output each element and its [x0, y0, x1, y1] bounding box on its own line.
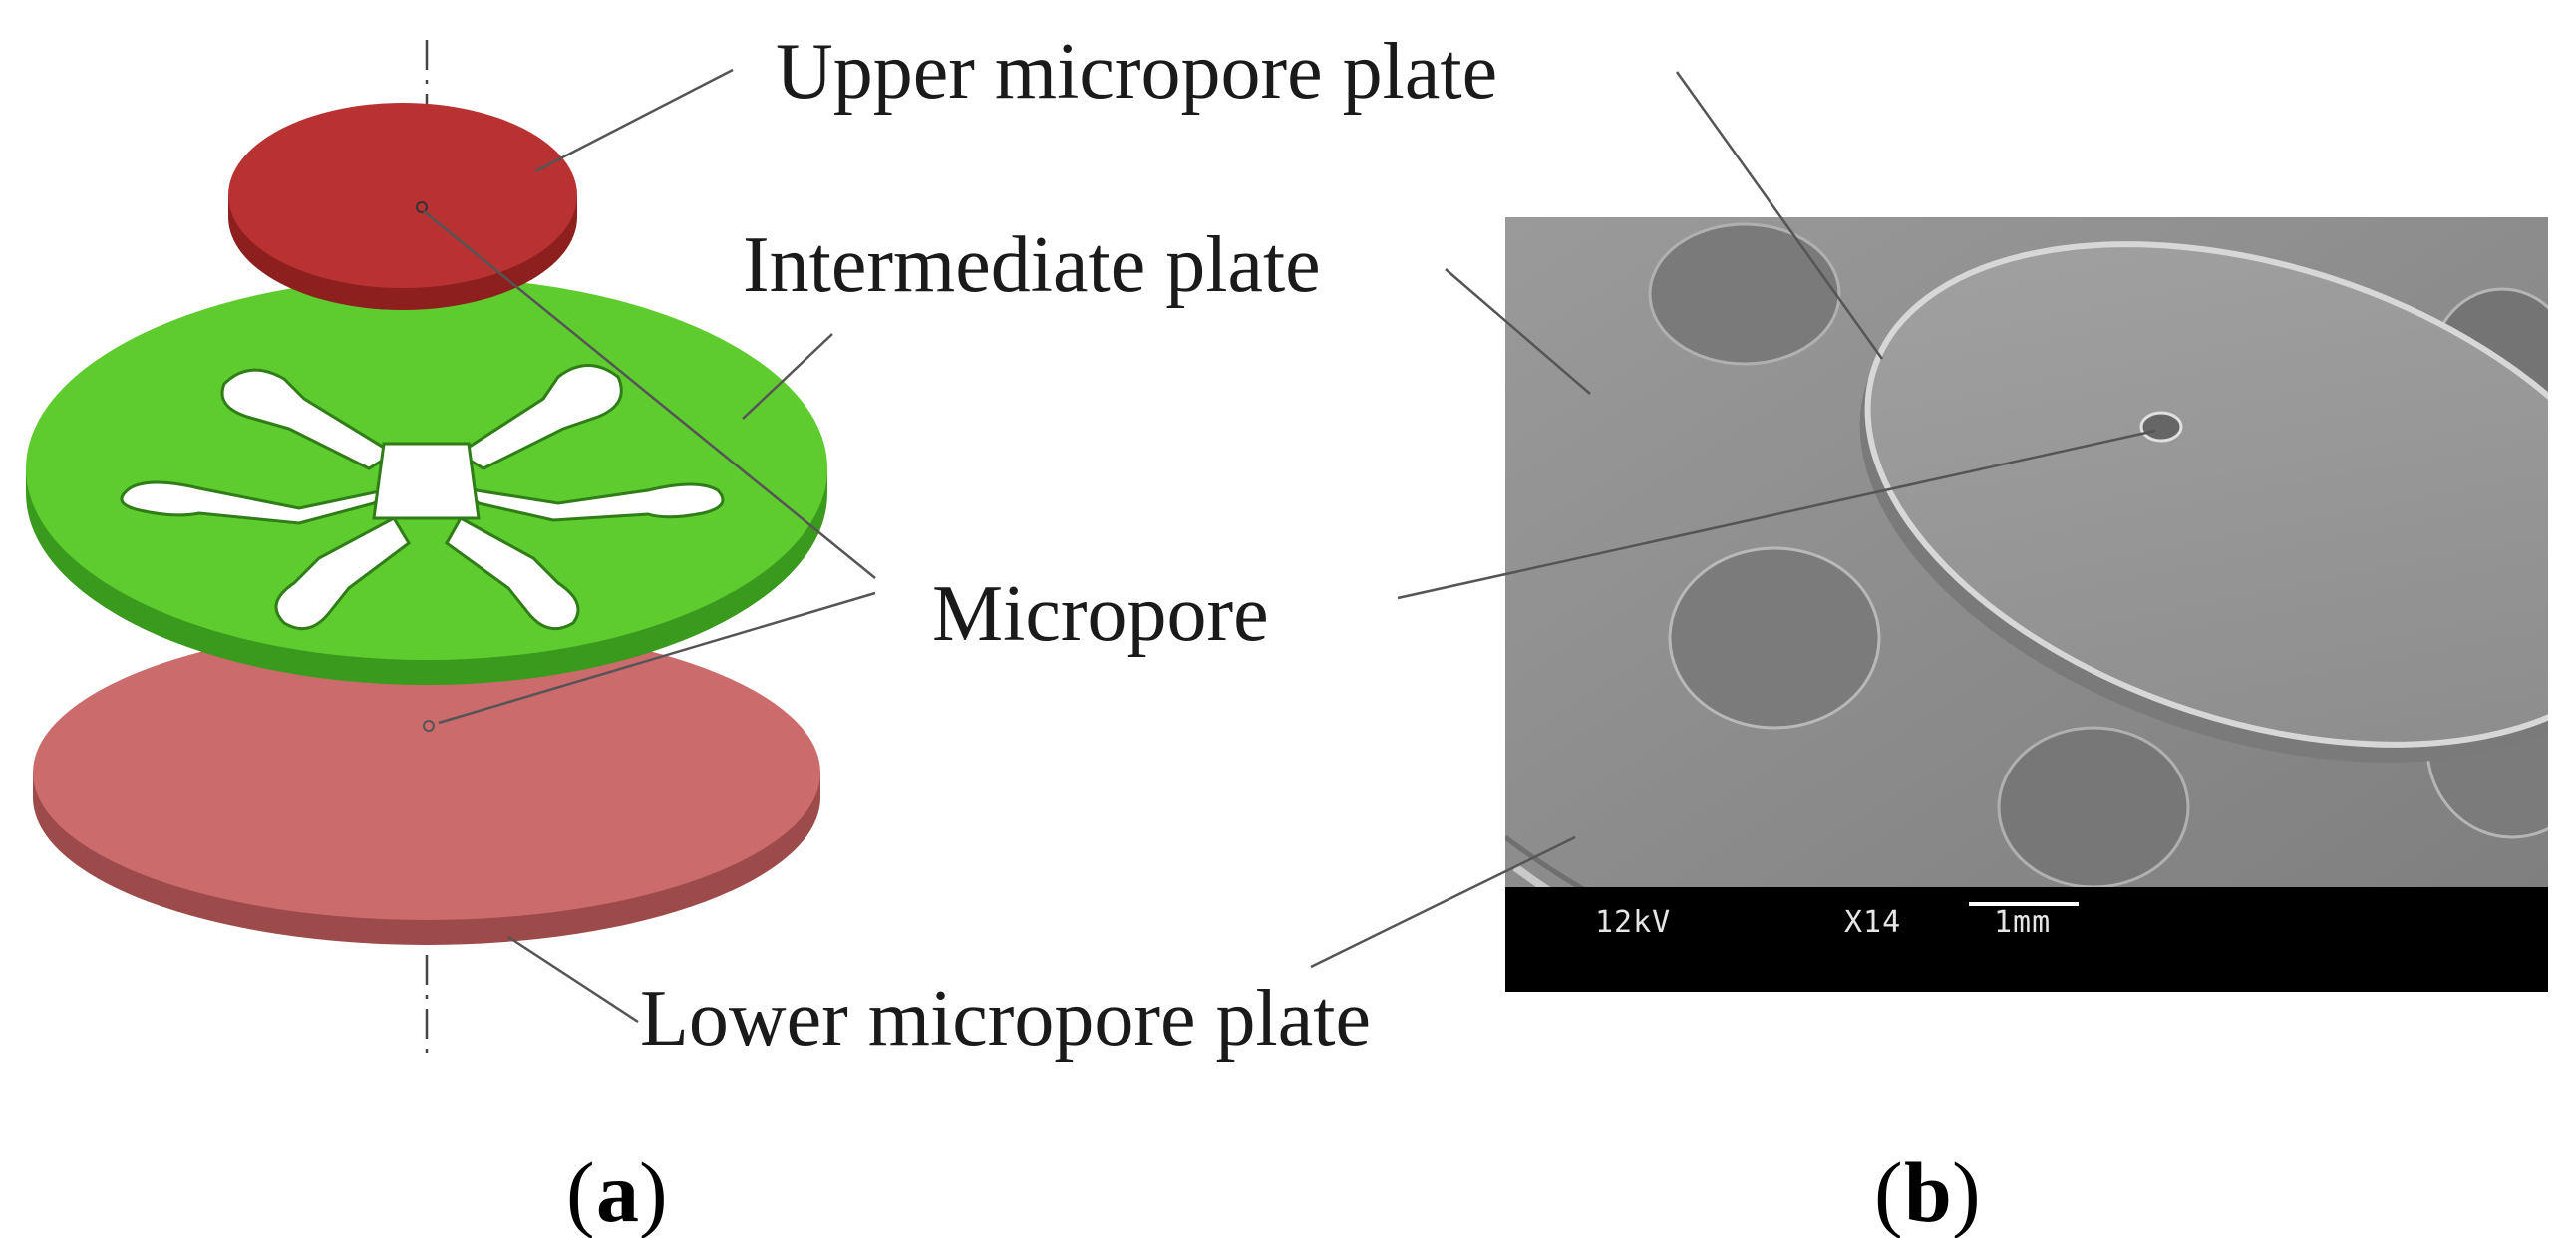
label-lower-micropore-plate: Lower micropore plate: [640, 975, 1371, 1063]
leader-micropore-upper-a: [423, 210, 876, 579]
lower-micropore: [423, 720, 435, 732]
leader-lower-plate-b: [1310, 835, 1576, 969]
sem-micropore: [2139, 411, 2183, 443]
leader-micropore-b: [1397, 429, 2156, 600]
leader-intermediate-plate-a: [742, 333, 833, 420]
leader-upper-plate-b: [1675, 71, 1884, 360]
panel-b-letter: b: [1904, 1144, 1952, 1238]
panel-a-close-paren: ): [639, 1144, 668, 1238]
intermediate-plate-cutout: [120, 364, 725, 631]
panel-b-open-paren: (: [1874, 1144, 1903, 1238]
upper-micropore: [416, 201, 428, 213]
panel-a-exploded-view: [26, 40, 876, 1062]
intermediate-plate: [26, 277, 827, 685]
lower-micropore-plate: [33, 625, 820, 945]
leader-intermediate-plate-b: [1445, 268, 1591, 395]
panel-b-close-paren: ): [1952, 1144, 1981, 1238]
leader-upper-plate-a: [534, 68, 734, 173]
label-upper-micropore-plate: Upper micropore plate: [776, 28, 1497, 116]
sem-magnification: X14: [1844, 905, 1901, 940]
label-intermediate-plate: Intermediate plate: [743, 221, 1321, 309]
label-micropore: Micropore: [932, 570, 1269, 658]
panel-caption-b: ( b ): [1874, 1144, 1981, 1238]
sem-voltage: 12kV: [1595, 905, 1671, 940]
panel-b-sem-image: 12kV X14 1mm: [1310, 71, 2548, 992]
panel-a-letter: a: [596, 1144, 639, 1238]
sem-scale-label: 1mm: [1994, 905, 2051, 940]
panel-a-open-paren: (: [566, 1144, 595, 1238]
panel-caption-a: ( a ): [566, 1144, 668, 1238]
leader-micropore-lower-a: [438, 591, 876, 725]
leader-lower-plate-a: [507, 935, 639, 1024]
upper-micropore-plate: [228, 103, 577, 310]
